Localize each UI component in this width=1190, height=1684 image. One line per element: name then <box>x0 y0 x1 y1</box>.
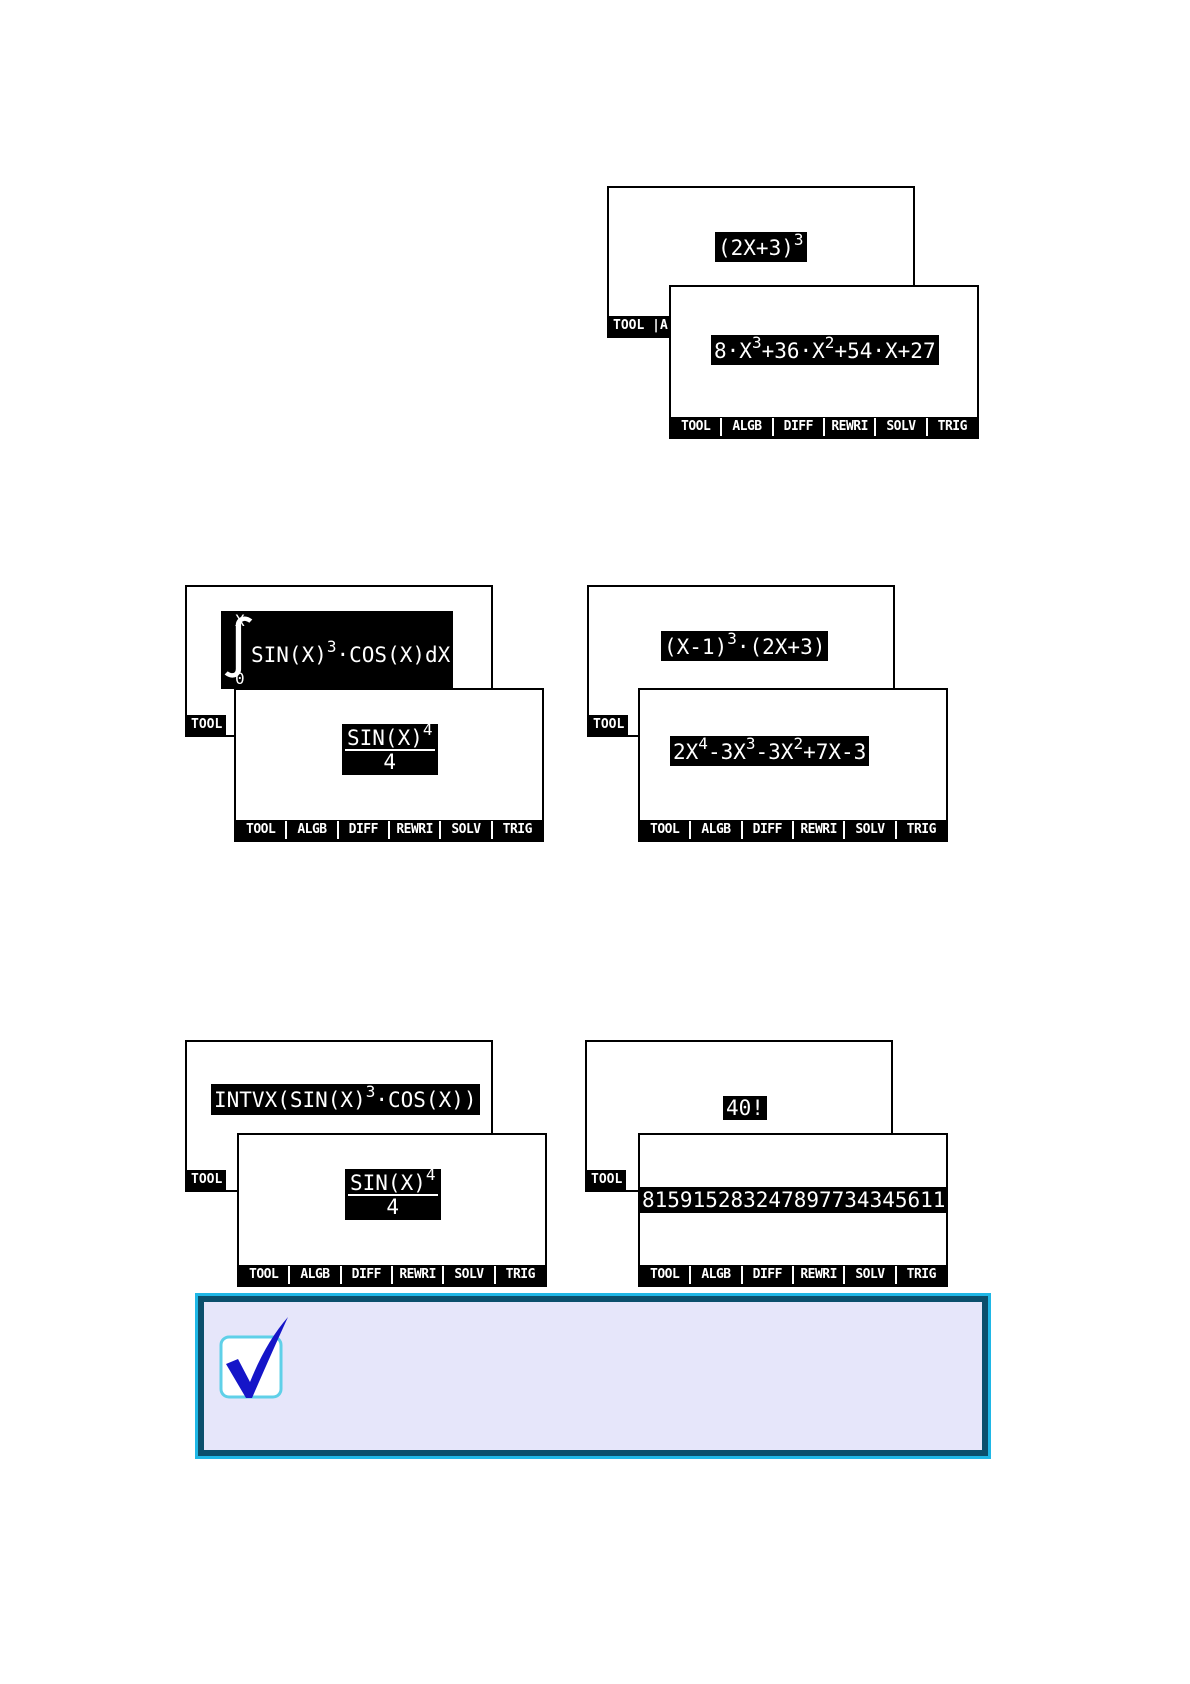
input-expression: 40! <box>723 1096 767 1120</box>
result-fraction: SIN(X)4 4 <box>342 722 438 775</box>
calc-screen-result-2: SIN(X)4 4 TOOL ALGB DIFF REWRI SOLV TRIG <box>234 688 544 842</box>
calc-screen-result-1: 8·X3+36·X2+54·X+27 TOOL ALGB DIFF REWRI … <box>669 285 979 439</box>
softkey-tool[interactable]: TOOL <box>640 1266 692 1284</box>
softkey-menu: TOOL ALGB DIFF REWRI SOLV TRIG <box>239 1265 545 1285</box>
softkey-diff[interactable]: DIFF <box>342 1266 393 1284</box>
softkey-solv[interactable]: SOLV <box>876 418 928 436</box>
softkey-menu: TOOL ALGB DIFF REWRI SOLV TRIG <box>640 1265 946 1285</box>
softkey-rewri[interactable]: REWRI <box>794 821 846 839</box>
softkey-menu: TOOL ALGB DIFF REWRI SOLV TRIG <box>236 820 542 840</box>
softkey-algb[interactable]: ALGB <box>691 821 743 839</box>
softkey-rewri[interactable]: REWRI <box>825 418 877 436</box>
softkey-diff[interactable]: DIFF <box>743 821 794 839</box>
softkey-solv[interactable]: SOLV <box>441 821 493 839</box>
softkey-solv[interactable]: SOLV <box>444 1266 496 1284</box>
note-box <box>195 1293 991 1459</box>
softkey-algb[interactable]: ALGB <box>290 1266 342 1284</box>
softkey-menu: TOOL ALGB DIFF REWRI SOLV TRIG <box>640 820 946 840</box>
integral-expression: ∫ X 0 SIN(X)3·COS(X)dX <box>221 611 453 689</box>
menu-tab-tool[interactable]: TOOL <box>587 1170 627 1190</box>
menu-tab-tool[interactable]: TOOL <box>187 715 227 735</box>
calc-screen-result-4: SIN(X)4 4 TOOL ALGB DIFF REWRI SOLV TRIG <box>237 1133 547 1287</box>
softkey-algb[interactable]: ALGB <box>287 821 339 839</box>
softkey-trig[interactable]: TRIG <box>906 822 937 837</box>
result-expression: 8·X3+36·X2+54·X+27 <box>711 335 939 365</box>
softkey-diff[interactable]: DIFF <box>339 821 390 839</box>
input-expression: INTVX(SIN(X)3·COS(X)) <box>211 1084 480 1115</box>
softkey-trig[interactable]: TRIG <box>505 1267 536 1282</box>
result-expression: 2X4-3X3-3X2+7X-3 <box>670 736 870 766</box>
softkey-rewri[interactable]: REWRI <box>794 1266 846 1284</box>
calc-screen-result-3: 2X4-3X3-3X2+7X-3 TOOL ALGB DIFF REWRI SO… <box>638 688 948 842</box>
softkey-rewri[interactable]: REWRI <box>393 1266 445 1284</box>
input-expression: (X-1)3·(2X+3) <box>661 631 829 661</box>
softkey-diff[interactable]: DIFF <box>774 418 825 436</box>
softkey-tool[interactable]: TOOL <box>236 821 288 839</box>
menu-tab-tool[interactable]: TOOL |A <box>609 316 672 336</box>
softkey-algb[interactable]: ALGB <box>691 1266 743 1284</box>
softkey-algb[interactable]: ALGB <box>722 418 774 436</box>
softkey-diff[interactable]: DIFF <box>743 1266 794 1284</box>
menu-tab-tool[interactable]: TOOL <box>589 715 629 735</box>
menu-tab-tool[interactable]: TOOL <box>187 1170 227 1190</box>
softkey-trig[interactable]: TRIG <box>906 1267 937 1282</box>
input-expression: (2X+3)3 <box>715 232 807 262</box>
softkey-menu: TOOL ALGB DIFF REWRI SOLV TRIG <box>671 417 977 437</box>
calc-screen-result-5: 815915283247897734345611 TOOL ALGB DIFF … <box>638 1133 948 1287</box>
softkey-tool[interactable]: TOOL <box>239 1266 291 1284</box>
checkmark-icon <box>219 1317 288 1399</box>
softkey-solv[interactable]: SOLV <box>845 1266 897 1284</box>
softkey-tool[interactable]: TOOL <box>671 418 723 436</box>
softkey-rewri[interactable]: REWRI <box>390 821 442 839</box>
softkey-trig[interactable]: TRIG <box>502 822 533 837</box>
result-number: 815915283247897734345611 <box>640 1187 946 1213</box>
softkey-trig[interactable]: TRIG <box>937 419 968 434</box>
softkey-solv[interactable]: SOLV <box>845 821 897 839</box>
softkey-tool[interactable]: TOOL <box>640 821 692 839</box>
result-fraction: SIN(X)4 4 <box>345 1167 441 1220</box>
